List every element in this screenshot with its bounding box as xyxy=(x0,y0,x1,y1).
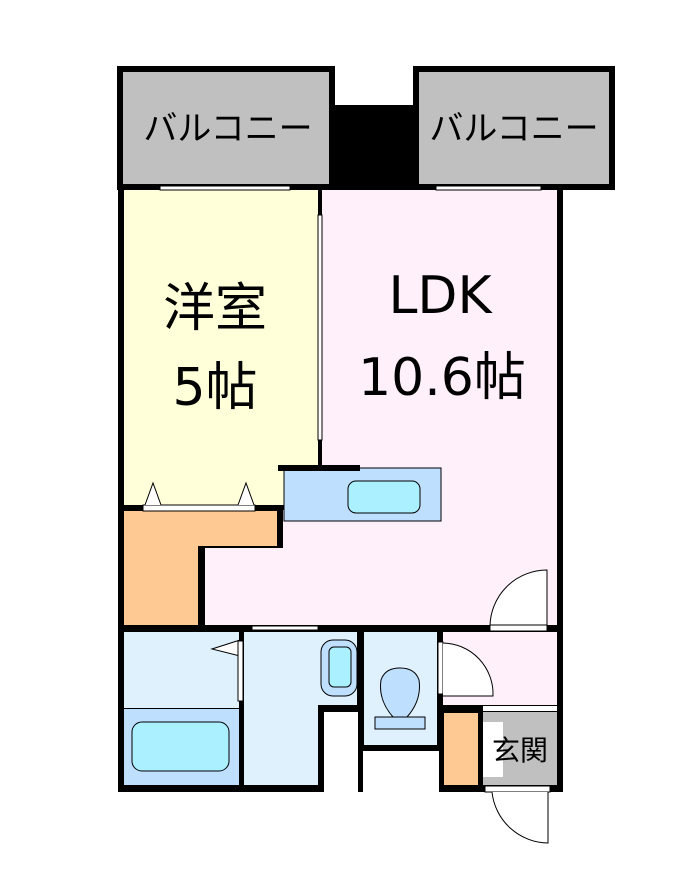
closet-door-marker xyxy=(144,481,162,506)
white-gap xyxy=(324,712,358,794)
ldk-name: LDK xyxy=(388,266,493,326)
western-room-name: 洋室 xyxy=(163,279,267,339)
shoe-cabinet xyxy=(444,713,478,785)
entrance-label: 玄関 xyxy=(492,734,548,767)
ldk-room-lower xyxy=(205,548,325,625)
bathroom xyxy=(124,632,239,708)
western-room-size: 5帖 xyxy=(172,358,257,418)
sliding-door xyxy=(317,214,323,441)
wall-block xyxy=(333,105,415,190)
ldk-size: 10.6帖 xyxy=(358,348,526,408)
bathtub xyxy=(131,721,230,772)
door-arc-entrance xyxy=(491,791,549,844)
balcony-right-label: バルコニー xyxy=(429,109,598,149)
western-room xyxy=(124,190,318,505)
balcony-left-label: バルコニー xyxy=(143,109,312,149)
kitchen-sink xyxy=(347,480,421,514)
ldk-room xyxy=(322,190,557,625)
toilet xyxy=(380,667,420,718)
white-gap xyxy=(363,751,439,794)
door-arc-toilet xyxy=(442,642,494,697)
closet xyxy=(124,511,277,625)
